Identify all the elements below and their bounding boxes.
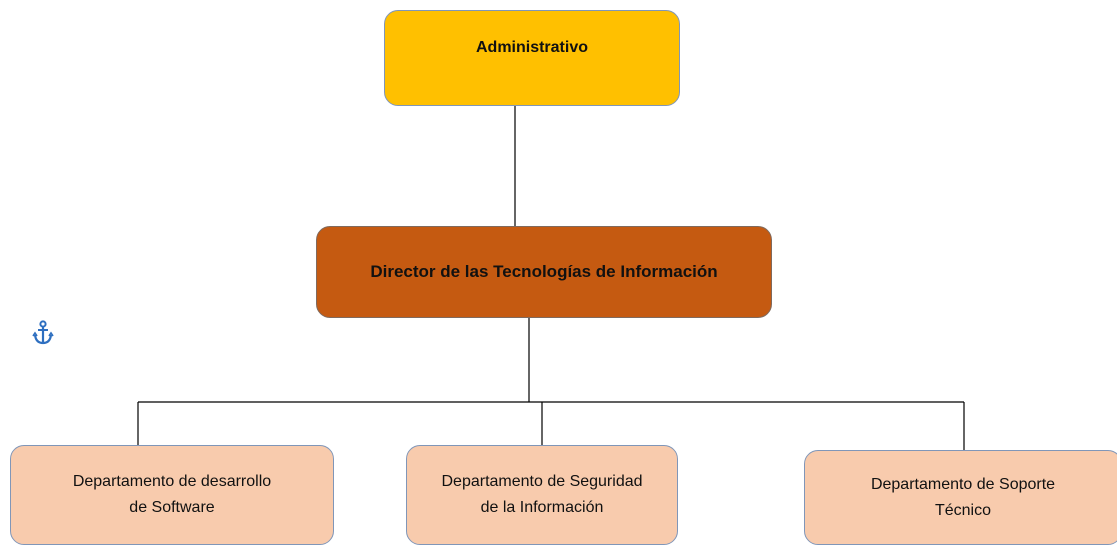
node-administrativo-label: Administrativo <box>475 39 588 56</box>
node-director-ti: Director de las Tecnologías de Informaci… <box>316 226 772 318</box>
node-administrativo: Administrativo <box>384 10 680 106</box>
node-dept-seguridad-line2: de la Información <box>480 499 604 516</box>
node-dept-seguridad-label: Departamento de Seguridad de la Informac… <box>431 469 652 521</box>
node-dept-soporte-line1: Departamento de Soporte <box>870 475 1056 493</box>
node-dept-desarrollo-software: Departamento de desarrollo de Software <box>10 445 334 545</box>
node-dept-seguridad-line1: Departamento de Seguridad <box>441 473 643 490</box>
node-dept-desarrollo-label: Departamento de desarrollo de Software <box>63 469 281 521</box>
node-dept-soporte-tecnico: Departamento de Soporte Técnico <box>804 450 1117 545</box>
node-dept-soporte-line2: Técnico <box>934 501 992 519</box>
anchor-icon[interactable] <box>32 320 54 346</box>
node-dept-desarrollo-line2: de Software <box>129 499 215 516</box>
node-dept-seguridad-informacion: Departamento de Seguridad de la Informac… <box>406 445 678 545</box>
node-director-ti-label: Director de las Tecnologías de Informaci… <box>370 262 718 281</box>
node-dept-soporte-label: Departamento de Soporte Técnico <box>861 472 1065 524</box>
node-dept-desarrollo-line1: Departamento de desarrollo <box>72 473 272 490</box>
